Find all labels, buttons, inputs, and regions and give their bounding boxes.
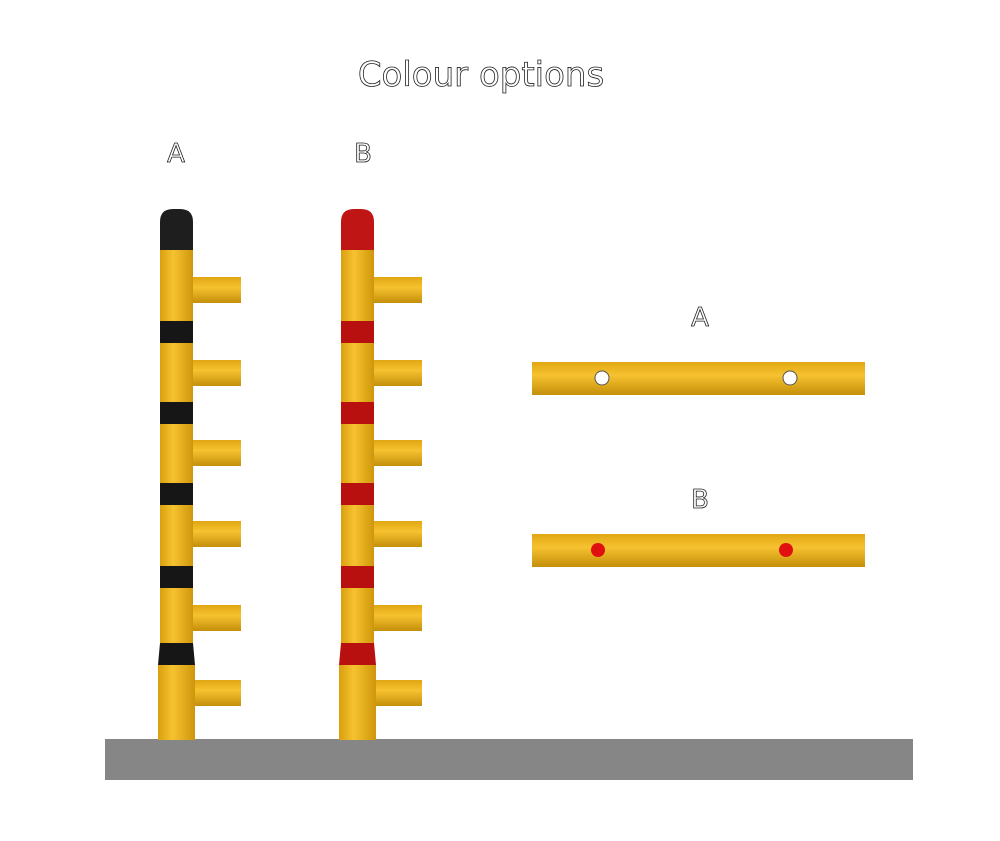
rail-dot bbox=[594, 370, 610, 386]
post-shaft bbox=[160, 248, 193, 666]
ground bbox=[105, 739, 913, 780]
post-arm bbox=[193, 521, 241, 547]
post-band bbox=[341, 566, 374, 588]
post-b: B bbox=[339, 139, 422, 740]
post-band bbox=[341, 321, 374, 343]
rail-b: B bbox=[532, 485, 865, 567]
post-band bbox=[341, 483, 374, 505]
post-arm bbox=[374, 521, 422, 547]
post-arm bbox=[374, 680, 422, 706]
rail-dot bbox=[591, 543, 605, 557]
rail-dot bbox=[779, 543, 793, 557]
rail-label: A bbox=[691, 303, 709, 333]
post-arm bbox=[193, 360, 241, 386]
post-band bbox=[160, 321, 193, 343]
post-label: A bbox=[167, 139, 185, 169]
post-arm bbox=[193, 680, 241, 706]
rail-bar bbox=[532, 362, 865, 395]
post-band bbox=[160, 566, 193, 588]
post-base bbox=[158, 664, 195, 740]
post-band bbox=[158, 643, 195, 665]
post-base bbox=[339, 664, 376, 740]
post-arm bbox=[374, 605, 422, 631]
post-band bbox=[341, 402, 374, 424]
post-band bbox=[339, 643, 376, 665]
post-arm bbox=[374, 277, 422, 303]
rail-a: A bbox=[532, 303, 865, 395]
post-arm bbox=[193, 277, 241, 303]
post-arm bbox=[193, 440, 241, 466]
rail-label: B bbox=[691, 485, 709, 515]
post-a: A bbox=[158, 139, 241, 740]
post-label: B bbox=[354, 139, 372, 169]
post-shaft bbox=[341, 248, 374, 666]
post-cap bbox=[341, 209, 374, 250]
diagram-title: Colour options bbox=[358, 55, 604, 95]
rail-dot bbox=[782, 370, 798, 386]
post-band bbox=[160, 402, 193, 424]
post-cap bbox=[160, 209, 193, 250]
post-arm bbox=[374, 440, 422, 466]
post-arm bbox=[193, 605, 241, 631]
rail-bar bbox=[532, 534, 865, 567]
post-arm bbox=[374, 360, 422, 386]
post-band bbox=[160, 483, 193, 505]
